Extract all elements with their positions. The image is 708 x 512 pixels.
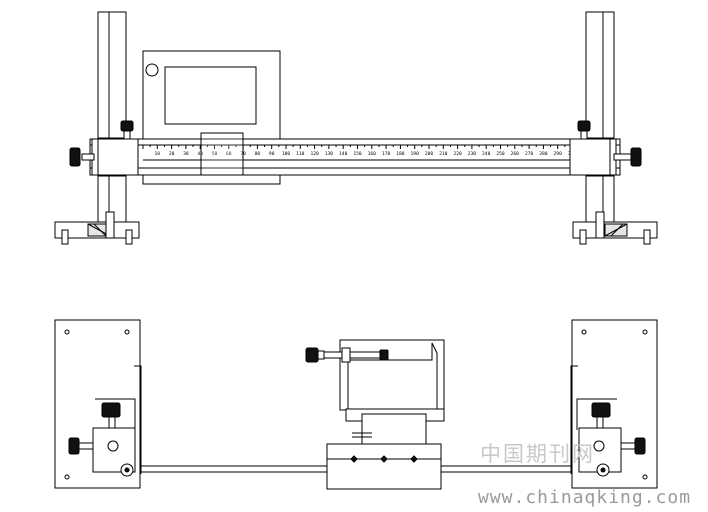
ruler-label: 30: [183, 151, 189, 157]
ruler-label: 170: [382, 151, 391, 157]
right-base-plate: [572, 211, 658, 245]
ruler-label: 240: [482, 151, 491, 157]
ruler-label: 270: [525, 151, 534, 157]
left-clamp-block: [69, 120, 139, 176]
ruler-label: 290: [554, 151, 563, 157]
ruler-label: 230: [468, 151, 477, 157]
ruler-label: 20: [169, 151, 175, 157]
left-column: [97, 11, 127, 223]
ruler-label: 190: [411, 151, 420, 157]
right-column: [585, 11, 615, 223]
ruler-label: 220: [453, 151, 462, 157]
ruler-label: 130: [325, 151, 334, 157]
left-base-plate: [54, 211, 140, 245]
ruler-ticks: [142, 145, 573, 149]
ruler-label: 210: [439, 151, 448, 157]
beam: [89, 138, 621, 176]
watermark-chinese: 中国期刊网: [480, 442, 595, 466]
top-view: [54, 319, 658, 490]
ruler-label: 200: [425, 151, 434, 157]
left-side-plate: [54, 319, 142, 489]
central-carriage: [305, 339, 445, 490]
ruler-label: 250: [496, 151, 505, 157]
ruler-label: 90: [269, 151, 275, 157]
ruler-label: 80: [255, 151, 261, 157]
ruler-label: 120: [310, 151, 319, 157]
ruler-label: 110: [296, 151, 305, 157]
ruler-label: 10: [155, 151, 161, 157]
ruler-label: 140: [339, 151, 348, 157]
ruler-label: 50: [212, 151, 218, 157]
right-side-plate: [570, 319, 658, 489]
ruler-label: 40: [197, 151, 203, 157]
ruler-label: 280: [539, 151, 548, 157]
ruler-label: 150: [353, 151, 362, 157]
ruler-label: 180: [396, 151, 405, 157]
scale-cursor: [200, 132, 244, 176]
ruler-label: 160: [368, 151, 377, 157]
ruler-label: 100: [282, 151, 291, 157]
watermark-url: www.chinaqking.com: [478, 487, 692, 508]
right-clamp-block: [569, 120, 642, 176]
ruler-label: 260: [511, 151, 520, 157]
ruler-label: 60: [226, 151, 232, 157]
